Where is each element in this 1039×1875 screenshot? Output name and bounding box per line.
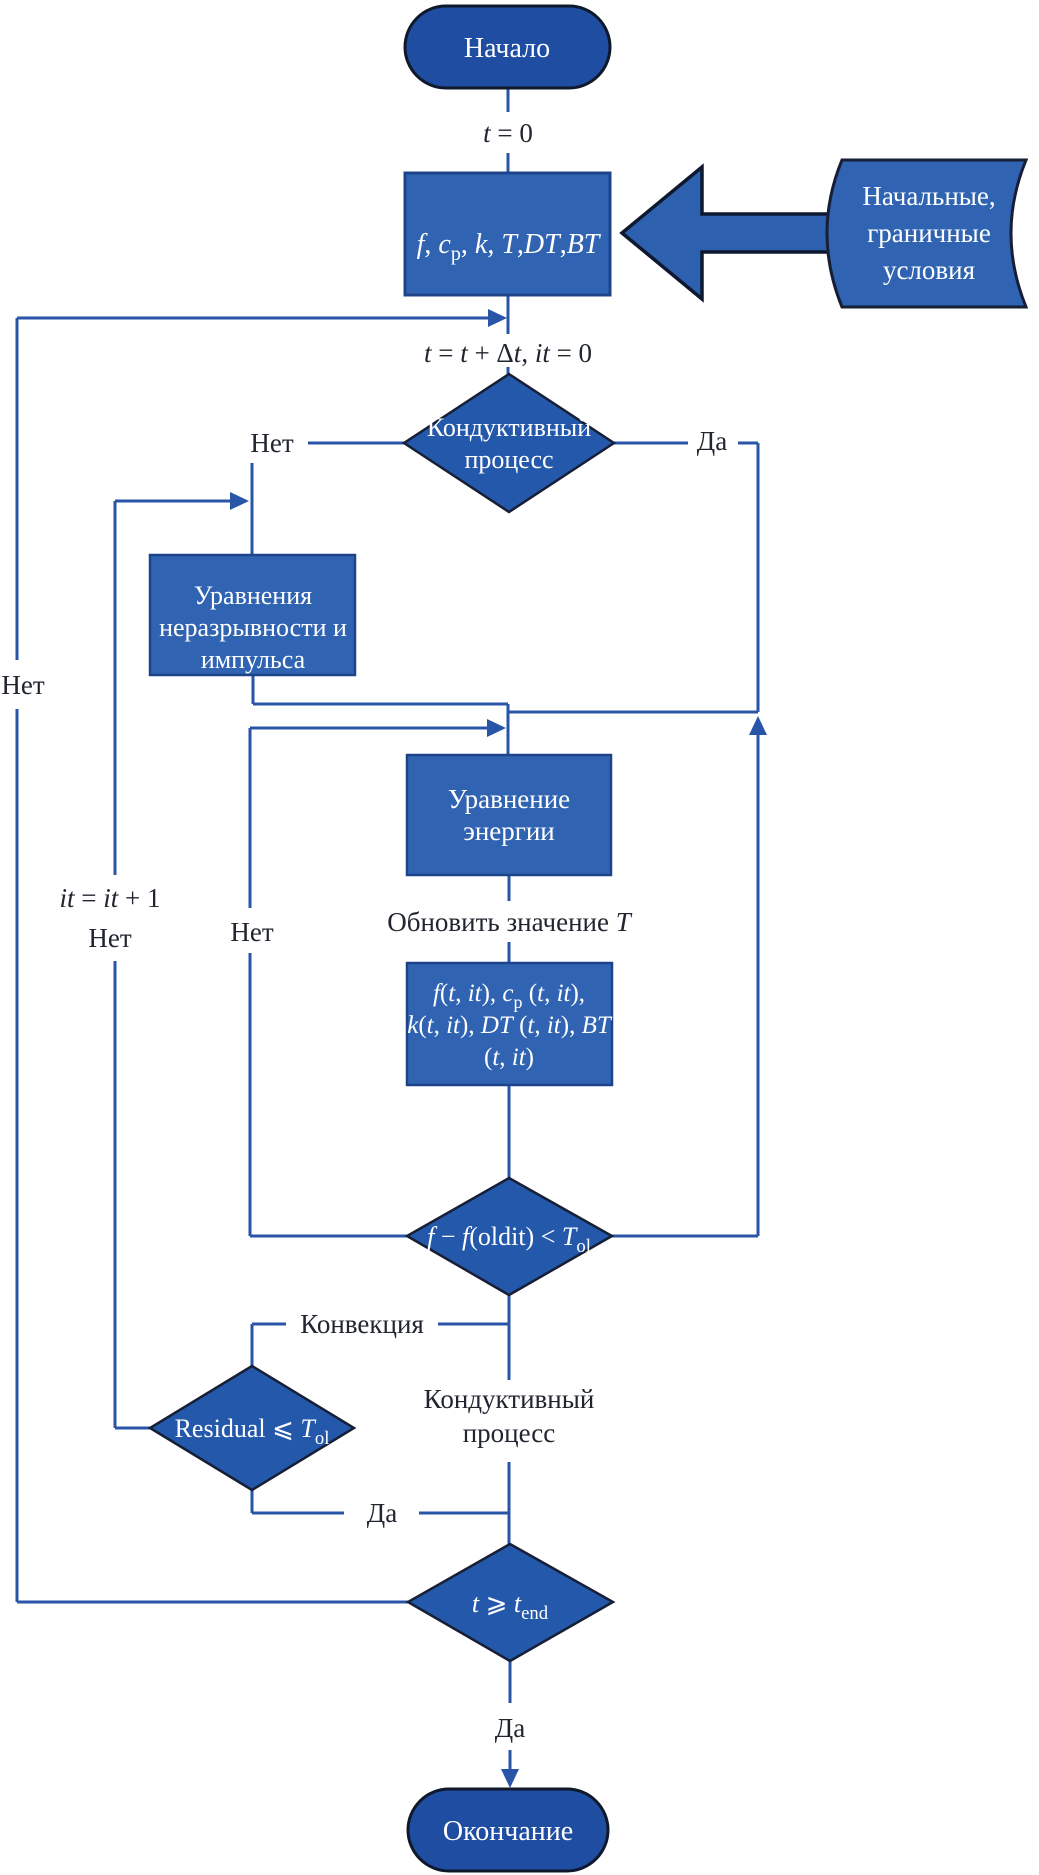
- arrowhead-outer-loop-icon: [230, 492, 249, 510]
- properties-line-2: k(t, it), DT (t, it), BT: [407, 1012, 613, 1039]
- yes-conductive-label: Да: [697, 426, 727, 456]
- input-block-arrow-icon: [619, 163, 832, 303]
- properties-line-3: (t, it): [484, 1044, 534, 1071]
- yes-residual-label: Да: [367, 1498, 397, 1528]
- time-end-label: t ⩾ tend: [472, 1589, 549, 1624]
- properties-line-1: f(t, it), cp (t, it),: [433, 980, 585, 1012]
- arrowhead-to-finish-icon: [501, 1769, 519, 1788]
- no-far-left-label: Нет: [1, 670, 44, 700]
- convection-label: Конвекция: [300, 1309, 424, 1339]
- start-node-label: Начало: [464, 33, 550, 64]
- arrowhead-main-return-icon: [488, 309, 507, 327]
- energy-line-1: Уравнение: [448, 784, 570, 814]
- boundary-line-3: условия: [883, 255, 975, 285]
- momentum-line-1: Уравнения: [194, 581, 312, 610]
- momentum-line-2: неразрывности и: [159, 613, 347, 642]
- edge-labels: t = 0 t = t + Δt, it = 0 Нет Да Нет it =…: [1, 118, 727, 1743]
- t-zero-label: t = 0: [483, 118, 533, 148]
- time-end-diamond: [405, 1542, 616, 1663]
- start-node: [403, 4, 612, 90]
- residual-label: Residual ⩽ Tol: [175, 1414, 330, 1449]
- no-inner-loop-label: Нет: [230, 917, 273, 947]
- boundary-line-2: граничные: [867, 218, 991, 248]
- init-variables-rect: [403, 171, 612, 297]
- conductive-diamond-line-1: Кондуктивный: [427, 413, 591, 442]
- init-variables-label: f, cp, k, T,DT,BT: [417, 229, 602, 265]
- momentum-equations-rect: [148, 553, 357, 677]
- properties-update-rect: [405, 961, 614, 1087]
- arrowhead-inner-loop-icon: [487, 719, 506, 737]
- f-convergence-label: f − f(oldit) < Tol: [427, 1222, 591, 1257]
- boundary-conditions-shape: [825, 158, 1029, 309]
- conductive-path-line-2: процесс: [463, 1418, 556, 1448]
- finish-node: [406, 1787, 610, 1873]
- connector-lines: [15, 88, 760, 1771]
- residual-diamond: [147, 1364, 357, 1492]
- conductive-path-line-1: Кондуктивный: [424, 1384, 595, 1414]
- shape-texts: Начало f, cp, k, T,DT,BT Начальные, гран…: [159, 33, 996, 1847]
- energy-line-2: энергии: [463, 816, 555, 846]
- no-outer-loop-label: Нет: [88, 923, 131, 953]
- momentum-line-3: импульса: [201, 645, 306, 674]
- finish-node-label: Окончание: [443, 1816, 573, 1847]
- arrowhead-up-junction-icon: [749, 716, 767, 735]
- no-first-label: Нет: [250, 428, 293, 458]
- conductive-process-diamond: [401, 372, 617, 514]
- update-t-label: Обновить значение T: [387, 907, 632, 937]
- f-convergence-diamond: [404, 1176, 615, 1297]
- time-step-label: t = t + Δt, it = 0: [424, 338, 592, 368]
- conductive-diamond-line-2: процесс: [464, 445, 553, 474]
- arrowheads: [230, 309, 767, 1788]
- boundary-line-1: Начальные,: [862, 181, 995, 211]
- yes-end-label: Да: [495, 1713, 525, 1743]
- energy-equation-rect: [405, 753, 613, 877]
- iteration-label: it = it + 1: [60, 883, 161, 913]
